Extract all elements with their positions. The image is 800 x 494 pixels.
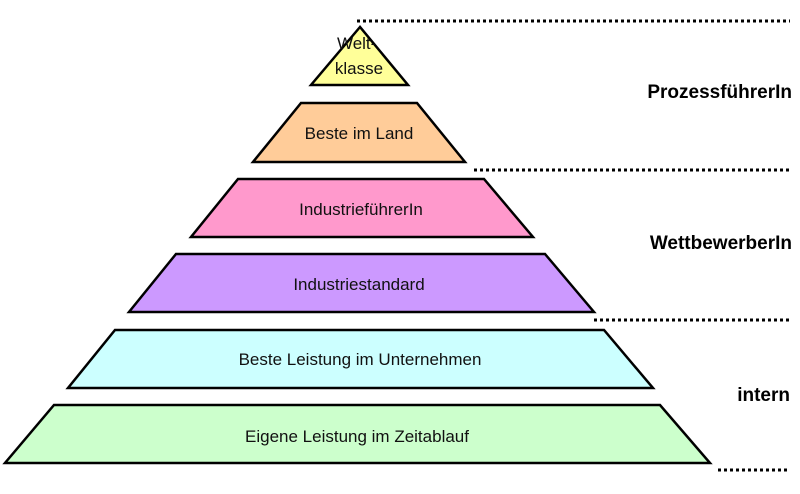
tier-label: Industriestandard — [293, 275, 424, 294]
group-label-wettbewerberin: WettbewerberIn — [650, 233, 792, 254]
group-label-intern: intern — [737, 385, 790, 406]
tier-beste-leistung-im-unternehmen: Beste Leistung im Unternehmen — [65, 328, 656, 390]
tier-weltklasse: Welt- klasse — [308, 25, 411, 87]
tier-eigene-leistung-im-zeitablauf: Eigene Leistung im Zeitablauf — [2, 403, 713, 465]
group-label-prozessfuehrerin: ProzessführerIn — [647, 82, 792, 103]
tier-industriestandard: Industriestandard — [126, 252, 597, 314]
tier-industriefuehrerin: IndustrieführerIn — [188, 177, 536, 239]
tier-label: Beste Leistung im Unternehmen — [239, 350, 482, 369]
tier-label: Eigene Leistung im Zeitablauf — [245, 427, 469, 446]
tier-label: Beste im Land — [305, 124, 414, 143]
tier-label: Welt- klasse — [335, 34, 383, 78]
tier-beste-im-land: Beste im Land — [250, 101, 468, 164]
tier-label: IndustrieführerIn — [299, 200, 423, 219]
